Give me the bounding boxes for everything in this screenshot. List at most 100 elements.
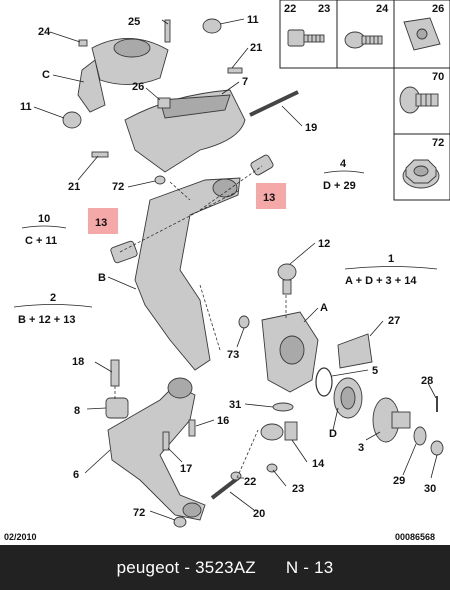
bolt-25 [164,19,171,43]
callout-A: A [320,302,328,314]
bolt-24-top [78,39,88,47]
callout-21-top: 21 [250,42,262,54]
callout-28: 28 [421,375,433,387]
bolt-22-icon [287,29,325,47]
callout-B: B [98,272,106,284]
caption-part-reference: peugeot - 3523AZ [116,557,256,577]
top-mount-C [77,38,169,113]
bushing-8 [105,397,129,419]
hub-3 [372,397,411,443]
bolt-16 [188,419,196,437]
clip-nut-26-icon [403,17,441,51]
clip-26-mid [157,97,171,109]
callout-22: 22 [244,476,256,488]
suspension-parts [62,18,444,528]
group-2-members: B + 12 + 13 [18,314,76,326]
group-1-number: 1 [388,253,394,265]
callout-labels: 24 25 11 C 21 11 26 7 19 21 72 13 13 12 … [20,14,436,520]
bolt-21-bottom [91,151,109,158]
group-label-1: 1 A + D + 3 + 14 [344,253,438,287]
callout-18: 18 [72,356,84,368]
callout-20: 20 [253,508,265,520]
group-10-members: C + 11 [25,235,57,247]
callout-11-left: 11 [20,101,32,113]
callout-21-bottom: 21 [68,181,80,193]
legend-label-72: 72 [432,137,444,149]
callout-73: 73 [227,349,239,361]
legend-label-23: 23 [318,3,330,15]
callout-C: C [42,69,50,81]
clip-73 [238,315,250,329]
nut-72-bottom [173,516,187,528]
legend-label-26: 26 [432,3,444,15]
group-1-members: A + D + 3 + 14 [345,275,417,287]
upper-arm-7 [124,89,246,173]
highlight-13-right [256,183,286,209]
callout-16: 16 [217,415,229,427]
dust-shield-27 [337,333,373,369]
group-4-members: D + 29 [323,180,356,192]
nut-72-mid [154,175,166,185]
callout-3: 3 [358,442,364,454]
callout-8: 8 [74,405,80,417]
bolt-23-lower [266,463,278,473]
callout-7: 7 [242,76,248,88]
callout-13-right: 13 [263,192,275,204]
callout-5: 5 [372,365,378,377]
group-label-4: 4 D + 29 [323,158,365,192]
legend-label-24: 24 [376,3,389,15]
ball-joint-12 [277,263,297,295]
knuckle-B [134,177,241,371]
bolt-21-top [227,67,243,74]
callout-17: 17 [180,463,192,475]
circlip-5 [315,367,333,397]
fastener-legend: 22 23 24 26 70 72 [279,0,450,201]
hub-carrier-A [261,311,319,393]
nut-29 [413,426,427,446]
bolt-70-icon [399,86,439,114]
suspension-exploded-diagram: 22 23 24 26 70 72 [4,0,450,542]
bushing-11-left [62,111,82,129]
caption-bar: peugeot - 3523AZ N - 13 [0,545,450,590]
callout-19: 19 [305,122,317,134]
callout-D: D [329,428,337,440]
legend-label-22: 22 [284,3,296,15]
callout-14: 14 [312,458,325,470]
callout-13-left: 13 [95,217,107,229]
leader-lines [33,18,438,521]
bolt-19 [249,90,299,117]
group-2-number: 2 [50,292,56,304]
callout-12: 12 [318,238,330,250]
bolt-18 [110,359,120,387]
callout-26-mid: 26 [132,81,144,93]
group-10-number: 10 [38,213,50,225]
group-label-2: 2 B + 12 + 13 [13,292,93,326]
washer-31 [272,402,294,412]
bolt-20 [210,476,240,500]
lower-arm-6 [107,377,206,521]
legend-label-70: 70 [432,71,444,83]
bearing-D [333,377,363,419]
caption-section: N - 13 [285,557,334,577]
nut-72-icon [402,159,440,189]
ball-joint-14 [260,421,298,441]
highlight-13-left [88,208,118,234]
bolt-17 [162,431,170,451]
sleeve-13-left [110,240,138,264]
bushing-11-top [202,18,222,34]
group-4-number: 4 [340,158,347,170]
callout-23-bottom: 23 [292,483,304,495]
callout-30: 30 [424,483,436,495]
sleeve-13-right [250,154,274,176]
callout-29: 29 [393,475,405,487]
bolt-24-icon [344,31,383,49]
callout-72-mid: 72 [112,181,124,193]
callout-6: 6 [73,469,79,481]
nut-30 [430,440,444,456]
callout-25: 25 [128,16,140,28]
diagram-number: 00086568 [395,532,435,542]
assembly-guides [114,165,287,479]
callout-27: 27 [388,315,400,327]
callout-72-bottom: 72 [133,507,145,519]
group-label-10: 10 C + 11 [21,213,67,247]
